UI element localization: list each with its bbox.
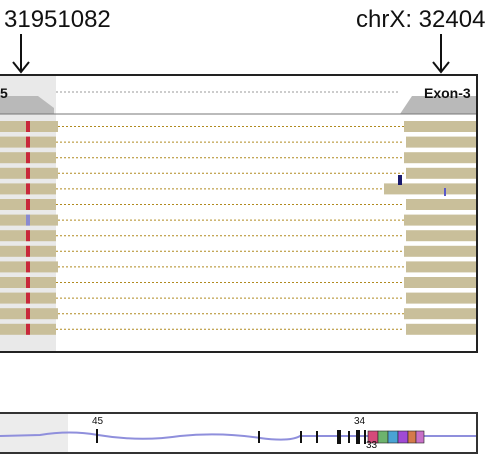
mismatch-mark — [26, 183, 30, 195]
read-row — [0, 152, 476, 164]
read-row — [0, 308, 476, 320]
mismatch-mark — [26, 121, 30, 132]
mismatch-mark — [26, 230, 30, 242]
mismatch-mark — [26, 277, 30, 288]
read-right-segment — [384, 183, 476, 195]
exon-label-45: 45 — [92, 416, 104, 427]
read-row — [0, 230, 476, 242]
gene-track-panel[interactable]: 45 34 33 — [0, 412, 478, 454]
mismatch-mark — [26, 261, 30, 273]
variant-mark — [398, 175, 402, 185]
exon-mark — [258, 431, 260, 443]
colored-exon — [377, 430, 389, 444]
alignment-panel[interactable]: 5 Exon-3 — [0, 74, 478, 353]
mismatch-mark — [26, 199, 30, 210]
mismatch-mark — [26, 323, 30, 335]
transcript-view[interactable] — [0, 414, 476, 452]
read-row — [0, 199, 476, 210]
read-right-segment — [406, 292, 476, 304]
right-position-arrow — [432, 34, 450, 74]
colored-exon — [415, 430, 425, 444]
right-coverage-peak — [400, 96, 476, 114]
exon-mark — [364, 430, 366, 444]
variant-mark — [444, 188, 446, 196]
read-right-segment — [404, 214, 476, 226]
read-right-segment — [406, 230, 476, 242]
read-right-segment — [406, 199, 476, 210]
mismatch-mark — [26, 136, 30, 148]
read-row — [0, 261, 476, 273]
read-row — [0, 245, 476, 257]
exon-mark — [337, 430, 341, 444]
mismatch-mark — [26, 167, 30, 179]
mismatch-mark — [26, 245, 30, 257]
read-row — [0, 136, 476, 148]
read-row — [0, 323, 476, 335]
left-exon-label: 5 — [0, 85, 8, 101]
mismatch-mark — [26, 214, 30, 226]
read-right-segment — [406, 136, 476, 148]
exon-label-34: 34 — [354, 416, 366, 427]
read-row — [0, 183, 476, 195]
right-coordinate-label: chrX: 32404 — [356, 6, 485, 33]
exon-mark — [316, 431, 318, 443]
left-position-arrow — [12, 34, 30, 74]
left-coordinate-label: 31951082 — [4, 6, 111, 33]
exon-mark — [356, 430, 360, 444]
read-right-segment — [404, 152, 476, 164]
read-row — [0, 121, 476, 132]
mismatch-mark — [26, 308, 30, 320]
read-row — [0, 292, 476, 304]
colored-exon — [407, 430, 417, 444]
mismatch-mark — [26, 152, 30, 164]
read-right-segment — [404, 121, 476, 132]
exon-mark — [96, 429, 98, 443]
exon-mark — [300, 431, 302, 443]
read-right-segment — [404, 277, 476, 288]
alignment-view[interactable] — [0, 76, 476, 351]
colored-exon — [397, 430, 409, 444]
read-row — [0, 167, 476, 179]
colored-exon — [387, 430, 399, 444]
read-right-segment — [406, 167, 476, 179]
read-right-segment — [404, 245, 476, 257]
read-row — [0, 214, 476, 226]
read-rows — [0, 121, 476, 335]
read-right-segment — [406, 323, 476, 335]
right-exon-label: Exon-3 — [424, 85, 471, 101]
read-right-segment — [404, 308, 476, 320]
left-coverage-peak — [0, 96, 54, 114]
transcript-line — [0, 431, 476, 441]
exon-mark — [348, 431, 350, 443]
read-right-segment — [406, 261, 476, 273]
exon-label-33: 33 — [366, 440, 378, 451]
mismatch-mark — [26, 292, 30, 304]
read-row — [0, 277, 476, 288]
